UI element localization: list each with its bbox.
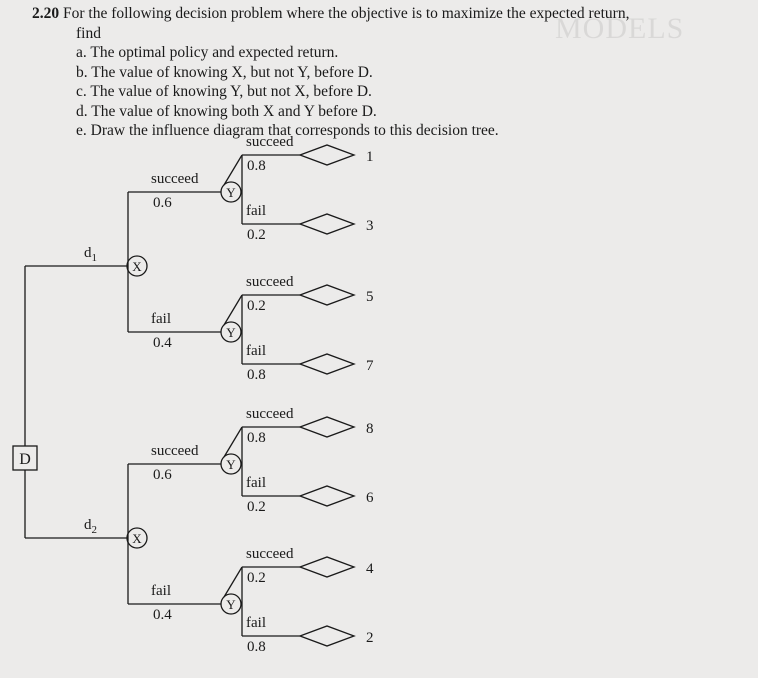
leaf-probability: 0.8 xyxy=(247,430,266,446)
payoff-node xyxy=(298,556,356,578)
outcome-label: fail xyxy=(151,311,171,327)
chance-node-y xyxy=(220,181,242,203)
outcome-probability: 0.6 xyxy=(153,195,172,211)
decision-option-letter: d xyxy=(84,517,92,533)
problem-find: find xyxy=(76,24,101,42)
leaf-outcome-label: succeed xyxy=(246,134,294,150)
chance-edge xyxy=(223,154,243,186)
payoff-value: 7 xyxy=(366,358,374,374)
chance-node-y-label: Y xyxy=(226,325,236,340)
decision-option-label: d2 xyxy=(84,517,97,536)
leaf-outcome-label: fail xyxy=(246,343,266,359)
decision-option-label: d1 xyxy=(84,245,97,264)
payoff-node xyxy=(298,416,356,438)
payoff-value: 4 xyxy=(366,561,374,577)
chance-node-x-label: X xyxy=(132,259,142,274)
payoff-value: 1 xyxy=(366,149,374,165)
chance-node-y-label: Y xyxy=(226,185,236,200)
part-a: a. The optimal policy and expected retur… xyxy=(76,43,742,63)
payoff-node xyxy=(298,144,356,166)
payoff-value: 8 xyxy=(366,421,374,437)
leaf-outcome-label: succeed xyxy=(246,274,294,290)
part-text: The value of knowing both X and Y before… xyxy=(91,102,377,120)
problem-number: 2.20 xyxy=(32,5,60,22)
problem-lead: 2.20 For the following decision problem … xyxy=(32,4,742,24)
decision-option-letter: d xyxy=(84,245,92,261)
outcome-label: fail xyxy=(151,583,171,599)
problem-statement: 2.20 For the following decision problem … xyxy=(32,4,742,141)
problem-lead-text: For the following decision problem where… xyxy=(63,5,630,22)
chance-edge xyxy=(223,566,243,598)
leaf-probability: 0.8 xyxy=(247,639,266,655)
leaf-probability: 0.8 xyxy=(247,367,266,383)
chance-node-y xyxy=(220,453,242,475)
part-text: Draw the influence diagram that correspo… xyxy=(90,122,499,139)
part-text: The value of knowing Y, but not X, befor… xyxy=(90,83,372,100)
outcome-probability: 0.4 xyxy=(153,607,172,623)
leaf-outcome-label: succeed xyxy=(246,546,294,562)
part-letter: e. xyxy=(76,122,87,139)
payoff-node xyxy=(298,353,356,375)
payoff-value: 3 xyxy=(366,218,374,234)
leaf-outcome-label: fail xyxy=(246,475,266,491)
leaf-outcome-label: fail xyxy=(246,615,266,631)
chance-edge xyxy=(223,426,243,458)
watermark: MODELS xyxy=(555,12,685,45)
outcome-probability: 0.6 xyxy=(153,467,172,483)
chance-node-y-label: Y xyxy=(226,597,236,612)
outcome-probability: 0.4 xyxy=(153,335,172,351)
decision-option-subscript: 1 xyxy=(92,252,98,264)
part-b: b. The value of knowing X, but not Y, be… xyxy=(76,63,742,83)
payoff-node xyxy=(298,284,356,306)
decision-node-label: D xyxy=(19,451,31,468)
part-c: c. The value of knowing Y, but not X, be… xyxy=(76,82,742,102)
part-e: e. Draw the influence diagram that corre… xyxy=(76,121,742,141)
chance-node-y-label: Y xyxy=(226,457,236,472)
decision-option-subscript: 2 xyxy=(92,524,98,536)
leaf-outcome-label: succeed xyxy=(246,406,294,422)
problem-parts: a. The optimal policy and expected retur… xyxy=(32,43,742,141)
outcome-label: succeed xyxy=(151,171,199,187)
payoff-node xyxy=(298,485,356,507)
leaf-outcome-label: fail xyxy=(246,203,266,219)
leaf-probability: 0.2 xyxy=(247,298,266,314)
payoff-value: 6 xyxy=(366,490,374,506)
part-letter: b. xyxy=(76,63,88,81)
payoff-node xyxy=(298,625,356,647)
payoff-value: 2 xyxy=(366,630,374,646)
leaf-probability: 0.2 xyxy=(247,227,266,243)
payoff-value: 5 xyxy=(366,289,374,305)
chance-node-y xyxy=(220,321,242,343)
payoff-node xyxy=(298,213,356,235)
part-text: The value of knowing X, but not Y, befor… xyxy=(91,63,373,81)
part-letter: d. xyxy=(76,102,88,120)
chance-edge xyxy=(223,294,243,326)
part-d: d. The value of knowing both X and Y bef… xyxy=(76,102,742,122)
chance-node-x-label: X xyxy=(132,531,142,546)
part-letter: a. xyxy=(76,44,87,61)
leaf-probability: 0.2 xyxy=(247,570,266,586)
part-text: The optimal policy and expected return. xyxy=(90,44,339,61)
outcome-label: succeed xyxy=(151,443,199,459)
part-letter: c. xyxy=(76,83,87,100)
chance-node-y xyxy=(220,593,242,615)
leaf-probability: 0.8 xyxy=(247,158,266,174)
leaf-probability: 0.2 xyxy=(247,499,266,515)
